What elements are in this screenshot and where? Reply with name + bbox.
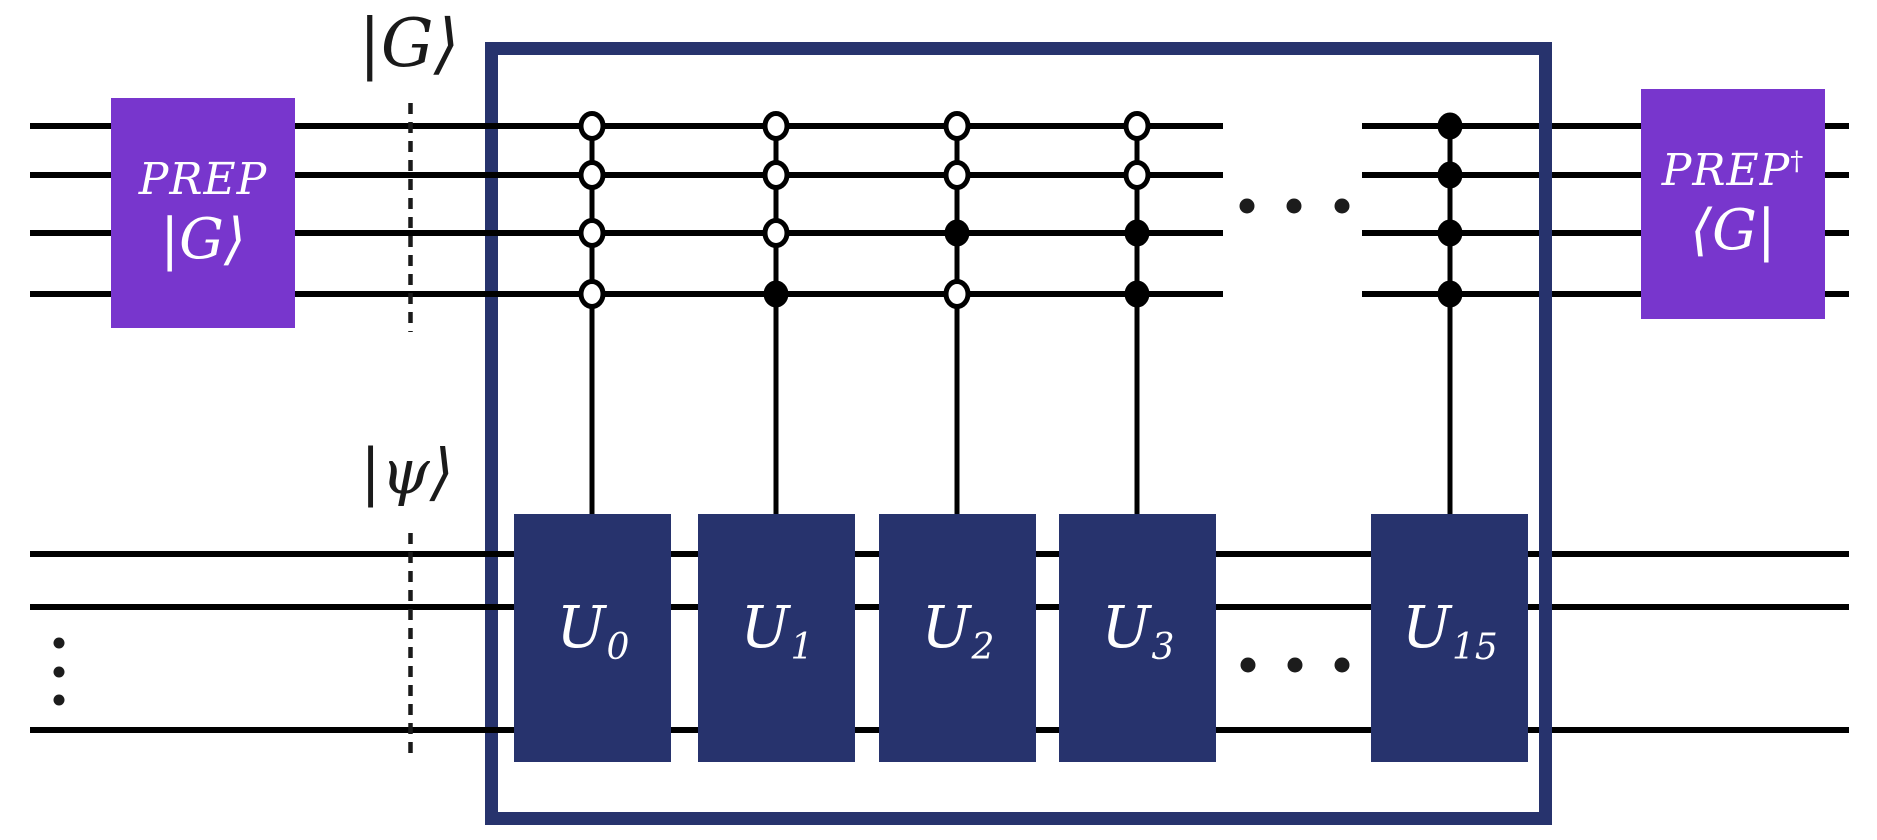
- gate-box-u0: [514, 514, 671, 762]
- filled-control-dot: [1437, 219, 1463, 247]
- prep-dagger-gate-state: ⟨G|: [1690, 198, 1776, 263]
- open-control-dot: [943, 111, 971, 141]
- gate-subscript: 15: [1452, 627, 1498, 668]
- gate-label-u1: U1: [698, 598, 855, 666]
- gate-label-u15: U15: [1371, 598, 1528, 666]
- gate-subscript: 3: [1151, 627, 1175, 668]
- gate-box-u1: [698, 514, 855, 762]
- select-frame-right-edge: [1539, 42, 1552, 825]
- open-control-dot: [762, 111, 790, 141]
- dagger-superscript: †: [1790, 146, 1805, 177]
- gate-base: U: [740, 593, 790, 661]
- prep-gate-state: |G⟩: [160, 207, 246, 272]
- open-control-dot: [578, 279, 606, 309]
- ellipsis-dot: [1240, 657, 1256, 673]
- bottom-register-state-label: |ψ⟩: [360, 435, 454, 508]
- open-control-dot: [762, 160, 790, 190]
- open-control-dot: [578, 218, 606, 248]
- prep-gate-name: PREP: [138, 154, 268, 205]
- open-control-dot: [762, 218, 790, 248]
- gate-base: U: [921, 593, 971, 661]
- ellipsis-dot: [1334, 198, 1350, 214]
- control-column-u3: [1123, 111, 1151, 520]
- open-control-dot: [1123, 111, 1151, 141]
- open-control-dot: [943, 279, 971, 309]
- control-column-u2: [943, 111, 971, 520]
- gate-subscript: 1: [790, 627, 814, 668]
- gate-subscript: 0: [606, 627, 630, 668]
- horizontal-ellipsis-top: [1239, 198, 1350, 214]
- ellipsis-dot: [1287, 657, 1303, 673]
- gate-box-u2: [879, 514, 1036, 762]
- ellipsis-dot: [53, 637, 65, 649]
- gate-label-u0: U0: [514, 598, 671, 666]
- open-control-dot: [578, 111, 606, 141]
- filled-control-dot: [944, 219, 970, 247]
- gate-label-u2: U2: [879, 598, 1036, 666]
- open-control-dot: [578, 160, 606, 190]
- prep-gate-box: PREP |G⟩: [111, 98, 295, 328]
- filled-control-dot: [1124, 219, 1150, 247]
- ellipsis-dot: [53, 666, 65, 678]
- gate-box-u3: [1059, 514, 1216, 762]
- select-frame-top-edge: [485, 42, 1552, 55]
- control-wires: [30, 123, 1849, 297]
- select-frame-bottom-edge: [485, 812, 1552, 825]
- open-control-dot: [1123, 160, 1151, 190]
- ellipsis-dot: [1286, 198, 1302, 214]
- prep-dagger-gate-box: PREP† ⟨G|: [1641, 89, 1825, 319]
- horizontal-ellipsis-bottom: [1240, 657, 1350, 673]
- select-frame-left-edge: [485, 42, 498, 825]
- control-column-u1: [762, 111, 790, 520]
- gate-base: U: [556, 593, 606, 661]
- select-frame: [485, 42, 1552, 825]
- gate-box-u15: [1371, 514, 1528, 762]
- ellipsis-dot: [53, 694, 65, 706]
- gate-label-u3: U3: [1059, 598, 1216, 666]
- open-control-dot: [943, 160, 971, 190]
- ellipsis-dot: [1239, 198, 1255, 214]
- gate-base: U: [1402, 593, 1452, 661]
- filled-control-dot: [1437, 280, 1463, 308]
- filled-control-dot: [1124, 280, 1150, 308]
- control-dot-columns: [578, 111, 1463, 520]
- gate-base: U: [1101, 593, 1151, 661]
- ellipsis-dot: [1334, 657, 1350, 673]
- control-column-u0: [578, 111, 606, 520]
- filled-control-dot: [1437, 161, 1463, 189]
- control-column-u15: [1437, 112, 1463, 520]
- filled-control-dot: [1437, 112, 1463, 140]
- gate-subscript: 2: [971, 627, 995, 668]
- top-register-state-label: |G⟩: [358, 5, 460, 82]
- filled-control-dot: [763, 280, 789, 308]
- unitary-gate-boxes: [514, 514, 1528, 762]
- vertical-ellipsis-left: [53, 637, 65, 706]
- prep-dagger-base: PREP: [1661, 145, 1791, 196]
- prep-dagger-gate-name: PREP†: [1662, 146, 1805, 193]
